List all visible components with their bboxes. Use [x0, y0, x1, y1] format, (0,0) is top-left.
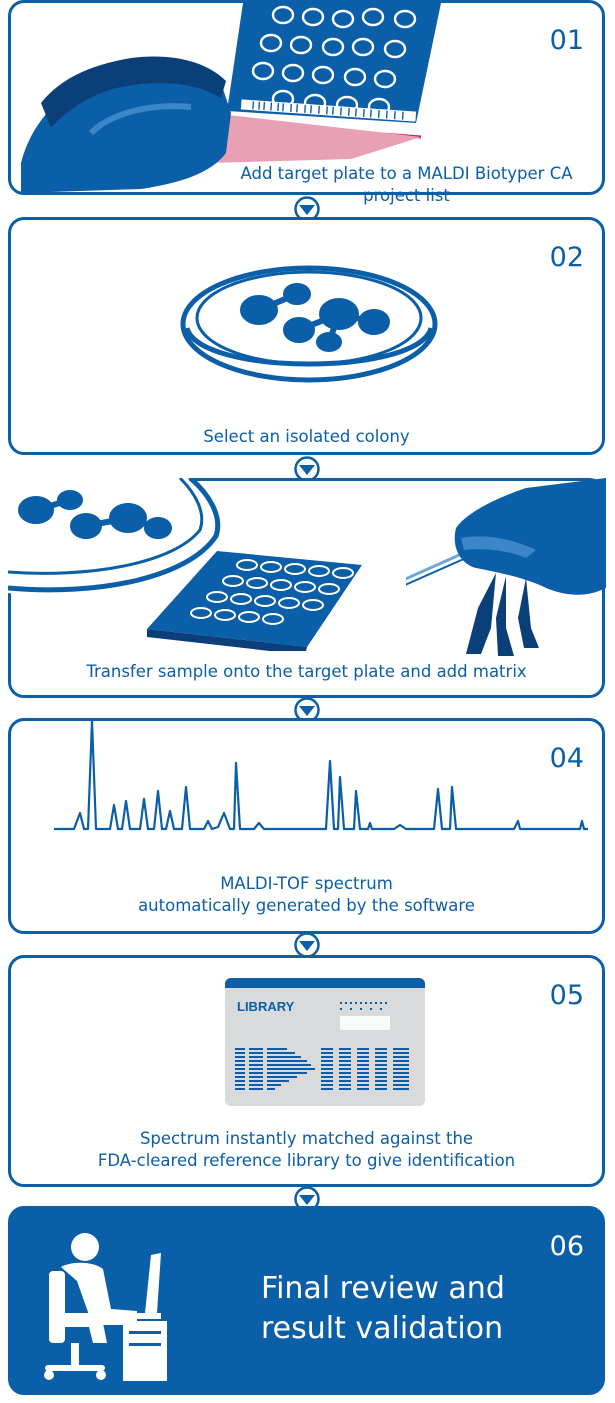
barcode-scanner-icon — [21, 3, 441, 193]
chevron-down-icon — [294, 1186, 320, 1212]
step-number: 05 — [549, 980, 584, 1011]
step-caption: Add target plate to a MALDI Biotyper CA … — [240, 164, 573, 205]
step-01-card: 01 — [8, 0, 605, 205]
spectrum-icon — [54, 719, 588, 831]
step-number: 01 — [549, 25, 584, 56]
step-caption: MALDI-TOF spectrum automatically generat… — [11, 873, 602, 917]
step-number: 04 — [549, 743, 584, 774]
target-plate-icon — [147, 551, 362, 651]
step-caption: Transfer sample onto the target plate an… — [86, 662, 527, 681]
petri-dish-icon — [8, 478, 221, 596]
petri-dish-icon — [180, 265, 438, 383]
gloved-hand-icon — [406, 478, 606, 656]
caption-line: FDA-cleared reference library to give id… — [97, 1151, 516, 1170]
chevron-down-icon — [294, 196, 320, 222]
step-02-card: 02 Select an isolated colony — [8, 217, 605, 455]
final-title-line: result validation — [261, 1311, 504, 1346]
step-caption: Spectrum instantly matched against the F… — [11, 1128, 602, 1172]
library-screen-icon: LIBRARY — [225, 978, 425, 1106]
library-label: LIBRARY — [237, 999, 295, 1014]
caption-line: Spectrum instantly matched against the — [139, 1129, 474, 1148]
step-04-card: 04 MALDI-TOF spectrum automatically gene… — [8, 718, 605, 934]
step-caption: Select an isolated colony — [203, 427, 410, 446]
target-plate-icon — [227, 3, 441, 139]
person-at-computer-icon — [44, 1233, 167, 1381]
caption-line: automatically generated by the software — [138, 896, 475, 915]
step-05-card: 05 LIBRARY Spectrum instant — [8, 955, 605, 1187]
step-number: 06 — [549, 1231, 584, 1262]
step-06-card: 06 Final review and result validation — [8, 1206, 605, 1395]
step-03-card: 03 — [8, 478, 606, 698]
final-step-title: Final review and result validation — [261, 1269, 505, 1349]
step-number: 02 — [549, 242, 584, 273]
final-title-line: Final review and — [261, 1271, 505, 1306]
caption-line: MALDI-TOF spectrum — [220, 874, 393, 893]
